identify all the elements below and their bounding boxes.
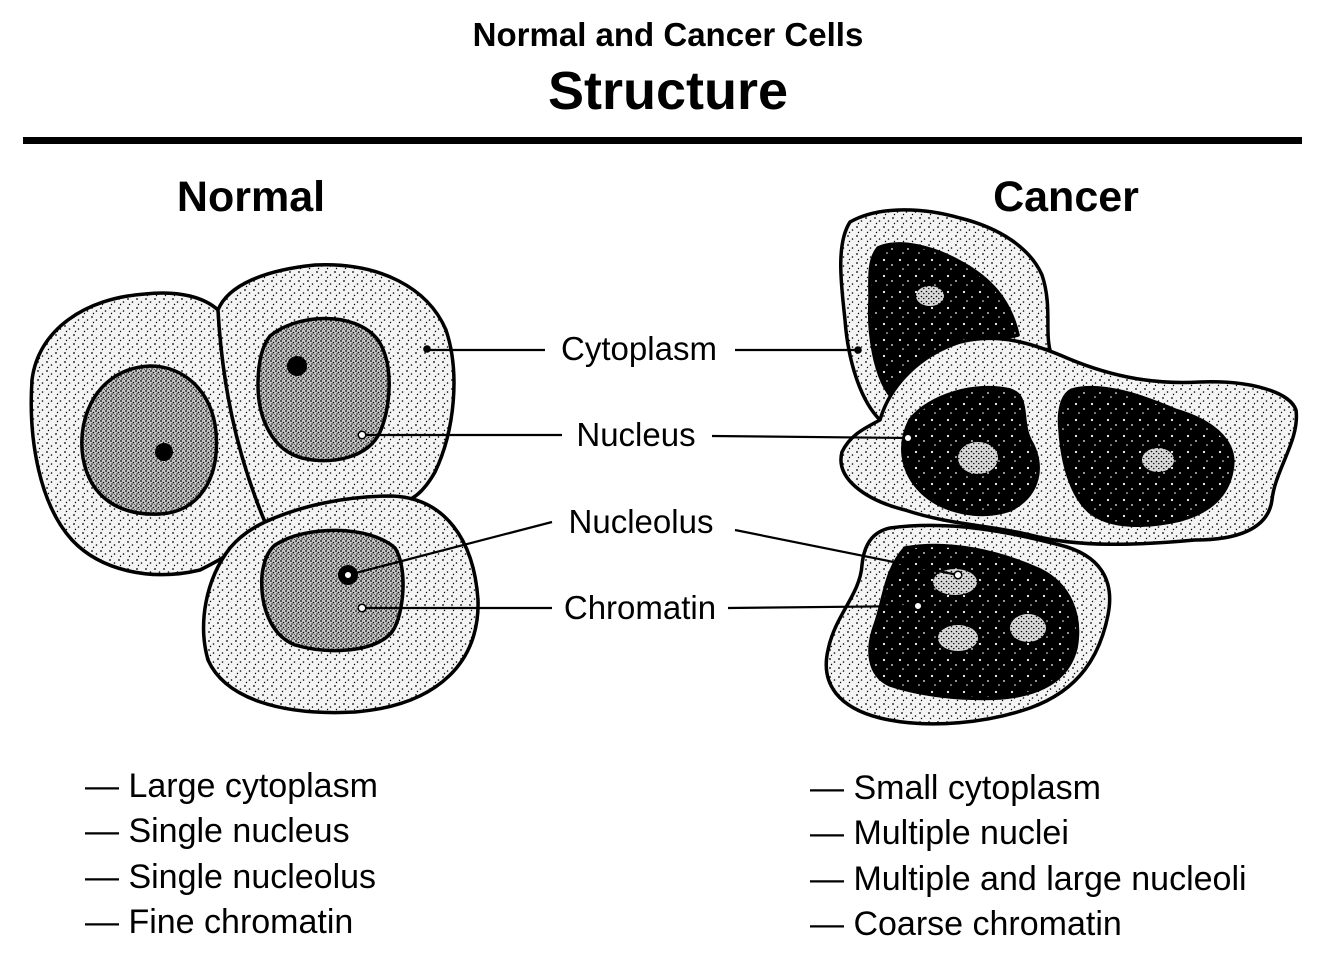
label-cytoplasm-text: Cytoplasm <box>561 330 717 367</box>
leader-line <box>347 520 553 577</box>
leader-dot <box>913 601 923 611</box>
leader-dot <box>357 430 367 440</box>
normal-cell-left <box>29 291 267 577</box>
normal-column-heading: Normal <box>177 173 325 221</box>
cancer-nucleolus <box>1142 448 1174 472</box>
cancer-nucleolus <box>1010 614 1046 642</box>
normal-trait-item: — Single nucleus <box>85 812 350 850</box>
cancer-cells-illustration <box>824 208 1299 726</box>
normal-trait-item: — Single nucleolus <box>85 858 376 896</box>
label-chromatin: Chromatin <box>357 589 923 626</box>
header-divider <box>23 137 1302 144</box>
label-chromatin-text: Chromatin <box>564 589 716 626</box>
leader-dot <box>953 570 963 580</box>
cancer-trait-item: — Small cytoplasm <box>810 769 1101 807</box>
normal-nucleolus-right <box>287 356 307 376</box>
leader-dot <box>343 570 353 580</box>
label-nucleolus-text: Nucleolus <box>569 503 714 540</box>
leader-dot <box>903 433 913 443</box>
normal-traits-list: — Large cytoplasm — Single nucleus — Sin… <box>85 767 378 941</box>
normal-cells-illustration <box>29 263 480 715</box>
cancer-trait-item: — Multiple nuclei <box>810 814 1069 852</box>
normal-trait-item: — Large cytoplasm <box>85 767 378 805</box>
cancer-nucleolus <box>933 569 977 595</box>
cancer-column-heading: Cancer <box>993 173 1139 221</box>
cancer-cell-middle <box>839 336 1299 547</box>
normal-cell-right <box>216 263 456 524</box>
cancer-nucleolus <box>938 625 978 651</box>
cancer-trait-item: — Multiple and large nucleoli <box>810 860 1247 898</box>
label-nucleus: Nucleus <box>357 416 913 453</box>
diagram-subtitle: Normal and Cancer Cells <box>473 16 864 53</box>
leader-line <box>711 434 909 440</box>
label-nucleolus: Nucleolus <box>343 503 963 580</box>
leader-dot <box>423 345 431 353</box>
leader-line <box>734 528 959 577</box>
cancer-nucleolus <box>916 286 944 306</box>
label-cytoplasm: Cytoplasm <box>423 330 862 367</box>
leader-line <box>727 604 919 610</box>
leader-dot <box>357 603 367 613</box>
cancer-cell-bottom <box>824 523 1112 726</box>
normal-trait-item: — Fine chromatin <box>85 903 353 941</box>
diagram-title: Structure <box>548 61 788 121</box>
cancer-trait-item: — Coarse chromatin <box>810 905 1122 943</box>
label-nucleus-text: Nucleus <box>576 416 695 453</box>
cancer-traits-list: — Small cytoplasm — Multiple nuclei — Mu… <box>810 769 1247 943</box>
leader-dot <box>854 346 862 354</box>
normal-nucleolus-left <box>155 443 173 461</box>
cancer-nucleolus <box>958 442 998 474</box>
